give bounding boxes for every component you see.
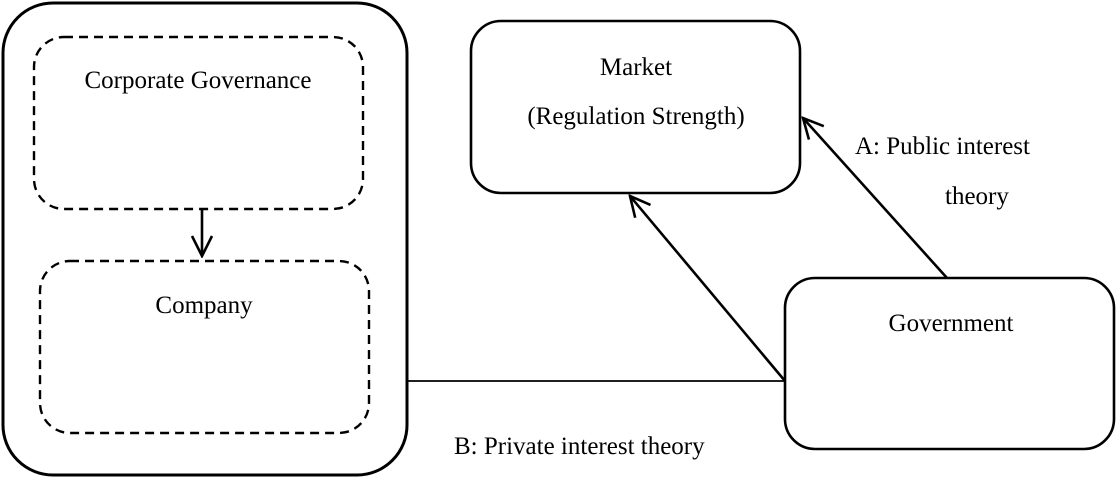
company-label: Company xyxy=(155,292,253,319)
public-interest-theory-label: A: Public interest xyxy=(855,133,1030,160)
company-box xyxy=(38,259,371,435)
private-interest-theory-label: B: Private interest theory xyxy=(454,433,705,460)
government-label: Government xyxy=(888,310,1014,337)
market-box xyxy=(469,19,802,195)
market-label: Market xyxy=(599,54,673,81)
firm-container-box xyxy=(1,1,409,477)
public-interest-theory-label-line2: theory xyxy=(945,183,1009,210)
private-interest-arrow xyxy=(630,196,786,382)
corporate-governance-label: Corporate Governance xyxy=(84,67,312,94)
corporate-governance-box xyxy=(32,35,365,211)
regulation-strength-label: (Regulation Strength) xyxy=(527,103,745,130)
government-box xyxy=(783,276,1116,451)
public-interest-arrow xyxy=(803,118,948,279)
